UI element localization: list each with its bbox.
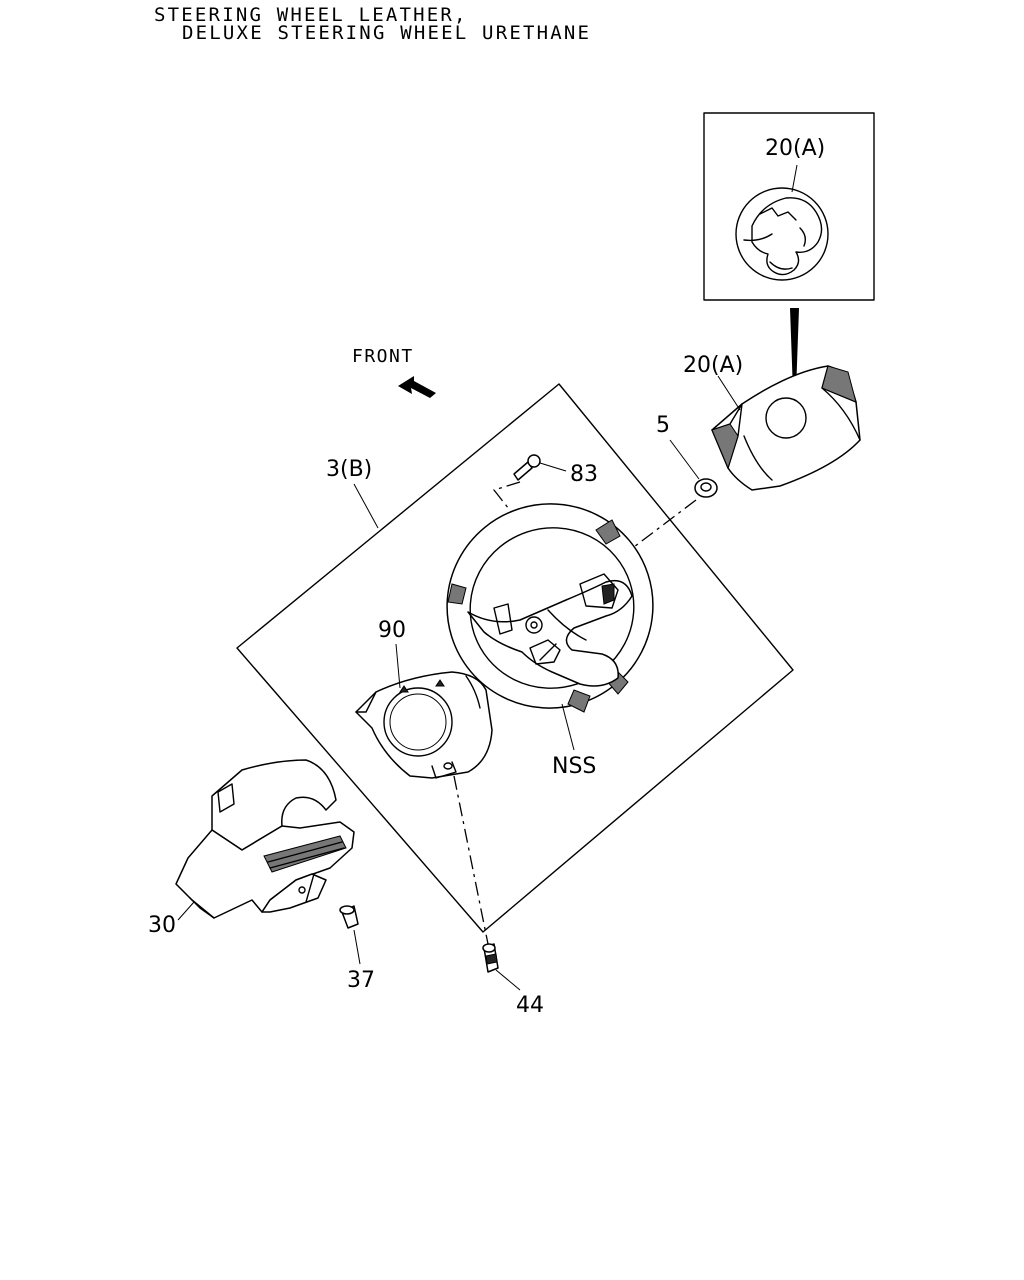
emblem-detail-box: [703, 112, 875, 301]
horn-pad: [711, 365, 861, 491]
callout-wheel-assembly: 3(B): [326, 457, 372, 482]
front-arrow-icon: [398, 376, 436, 398]
callout-nss: NSS: [552, 754, 596, 779]
detail-leader: [790, 308, 799, 392]
screw-44: [482, 943, 499, 973]
cover-90: [355, 671, 493, 779]
wheel-assembly-boundary: [236, 383, 794, 933]
callout-nut: 5: [656, 413, 670, 438]
callout-bolt: 83: [570, 462, 598, 487]
callout-emblem: 20(A): [765, 136, 825, 161]
screw-37: [339, 905, 359, 929]
callout-screw-37: 37: [347, 968, 375, 993]
callout-pad: 20(A): [683, 353, 743, 378]
diagram-title: STEERING WHEEL LEATHER,: [154, 4, 468, 26]
callout-screw-44: 44: [516, 993, 544, 1018]
diagram-subtitle: DELUXE STEERING WHEEL URETHANE: [182, 22, 592, 44]
steering-wheel: [446, 503, 654, 713]
nut-5: [694, 478, 718, 498]
front-label: FRONT: [352, 346, 414, 367]
callout-column-cover: 30: [148, 913, 176, 938]
lion-emblem-icon: [735, 187, 829, 281]
callout-cover: 90: [378, 618, 406, 643]
bolt-83: [513, 454, 541, 481]
column-cover-30: [175, 759, 355, 919]
